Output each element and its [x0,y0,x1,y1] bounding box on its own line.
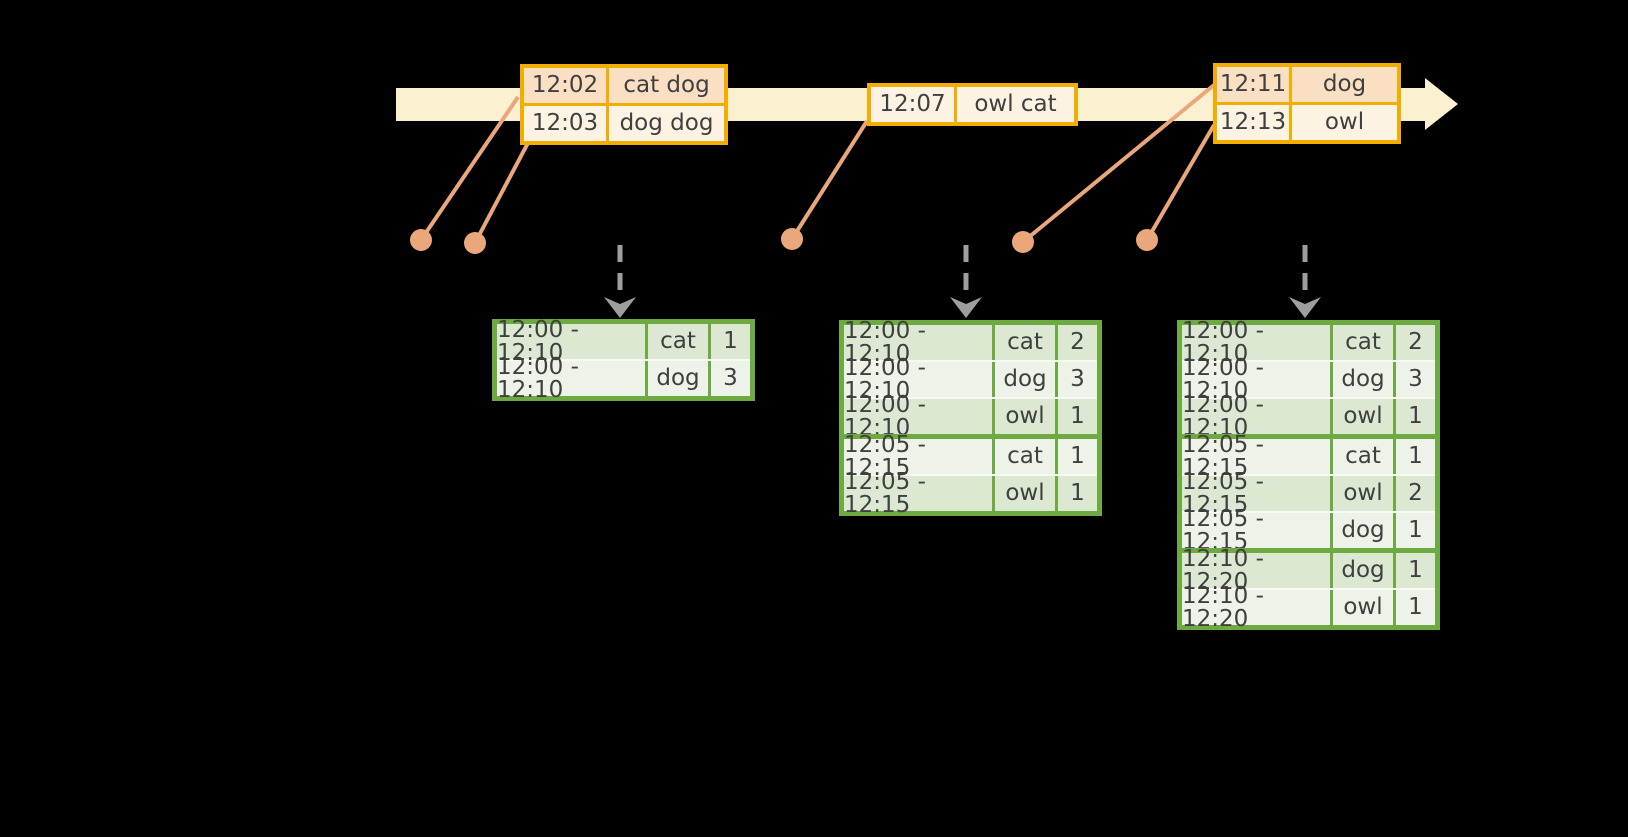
result-word-cell: dog [1330,553,1393,588]
result-count-cell: 1 [1055,476,1097,511]
connector-line-1203 [473,140,531,244]
result-count-cell: 1 [1393,439,1435,474]
result-count-cell: 1 [1393,590,1435,625]
result-window-cell: 12:10 - 12:20 [1182,547,1330,593]
result-word-cell: cat [992,325,1055,360]
result-window-cell: 12:00 - 12:10 [844,356,992,402]
result-count-cell: 3 [1393,362,1435,397]
result-word-cell: cat [1330,439,1393,474]
connector-line-1213 [1145,123,1216,242]
result-count-cell: 2 [1055,325,1097,360]
result-count-cell: 1 [1055,399,1097,434]
result-word-cell: owl [1330,476,1393,511]
result-window-cell: 12:05 - 12:15 [844,433,992,479]
result-count-cell: 2 [1393,476,1435,511]
result-count-cell: 1 [1393,399,1435,434]
event-time-cell: 12:03 [524,106,606,141]
event-time-cell: 12:07 [871,87,954,122]
result-count-cell: 1 [1393,513,1435,548]
trigger-arrow-3-icon [1289,245,1321,318]
result-word-cell: cat [645,324,708,359]
result-window-cell: 12:05 - 12:15 [844,470,992,516]
result-count-cell: 2 [1393,325,1435,360]
event-dot-1203-icon [464,232,486,254]
result-window-cell: 12:00 - 12:10 [1182,319,1330,365]
result-window-cell: 12:05 - 12:15 [1182,470,1330,516]
event-dot-1213-icon [1136,229,1158,251]
result-word-cell: dog [645,361,708,396]
result-window-cell: 12:00 - 12:10 [1182,356,1330,402]
window-group-separator [844,434,1097,439]
result-word-cell: owl [1330,590,1393,625]
result-word-cell: dog [1330,513,1393,548]
result-window-cell: 12:05 - 12:15 [1182,507,1330,553]
event-dot-1207-icon [781,228,803,250]
event-words-cell: owl [1292,105,1397,140]
result-window-cell: 12:00 - 12:10 [497,355,645,401]
trigger-arrow-2-icon [950,245,982,318]
result-count-cell: 3 [708,361,750,396]
result-window-cell: 12:00 - 12:10 [844,319,992,365]
event-words-cell: dog [1292,67,1397,102]
result-word-cell: cat [992,439,1055,474]
event-words-cell: owl cat [957,87,1074,122]
result-window-cell: 12:00 - 12:10 [1182,393,1330,439]
result-count-cell: 3 [1055,362,1097,397]
result-word-cell: dog [992,362,1055,397]
result-count-cell: 1 [1393,553,1435,588]
result-word-cell: owl [1330,399,1393,434]
result-window-cell: 12:10 - 12:20 [1182,584,1330,630]
result-word-cell: owl [992,476,1055,511]
window-group-separator [1182,548,1435,553]
connector-line-1207 [790,119,869,241]
result-word-cell: dog [1330,362,1393,397]
result-window-cell: 12:00 - 12:10 [497,318,645,364]
result-word-cell: cat [1330,325,1393,360]
result-word-cell: owl [992,399,1055,434]
event-time-cell: 12:11 [1217,67,1289,102]
event-words-cell: cat dog [609,68,724,103]
timeline-arrowhead-icon [1425,78,1458,130]
event-time-cell: 12:02 [524,68,606,103]
result-count-cell: 1 [1055,439,1097,474]
event-time-cell: 12:13 [1217,105,1289,140]
result-window-cell: 12:05 - 12:15 [1182,433,1330,479]
trigger-arrow-1-icon [604,245,636,318]
result-count-cell: 1 [708,324,750,359]
event-dot-1211-icon [1012,231,1034,253]
event-words-cell: dog dog [609,106,724,141]
window-group-separator [1182,434,1435,439]
event-dot-1202-icon [410,229,432,251]
result-window-cell: 12:00 - 12:10 [844,393,992,439]
